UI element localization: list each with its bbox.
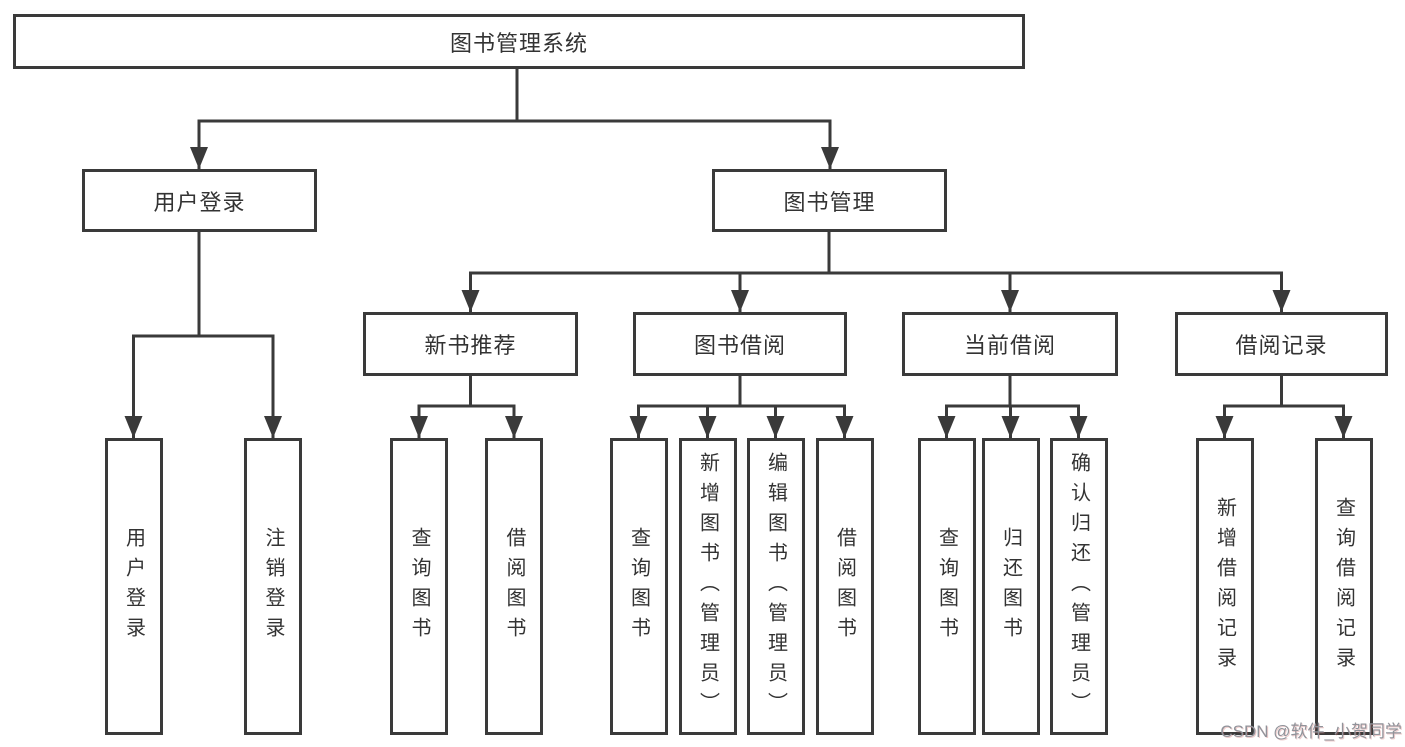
node-label: 编辑图书（管理员） <box>764 451 787 722</box>
node-label: 查询图书 <box>935 526 958 647</box>
leaf-borrow-books-recommend: 借阅图书 <box>485 438 543 735</box>
arrowheads <box>124 147 1353 438</box>
node-label: 归还图书 <box>999 526 1022 647</box>
node-label: 新增图书（管理员） <box>696 451 719 722</box>
arrowhead-icon <box>821 147 839 169</box>
connector-borrow-record-to-leaves <box>1223 376 1345 438</box>
leaf-edit-book-admin: 编辑图书（管理员） <box>746 438 805 735</box>
arrowhead-icon <box>1001 290 1019 312</box>
node-borrowing-records: 借阅记录 <box>1175 312 1388 376</box>
arrowhead-icon <box>1272 290 1291 312</box>
connector-book-borrow-to-leaves <box>637 376 846 438</box>
node-label: 借阅图书 <box>833 526 856 647</box>
leaf-user-login: 用户登录 <box>104 438 163 735</box>
node-label: 借阅图书 <box>503 526 525 647</box>
node-label: 查询图书 <box>627 526 650 647</box>
node-label: 图书借阅 <box>693 333 786 358</box>
leaf-confirm-return-admin: 确认归还（管理员） <box>1049 438 1108 735</box>
node-label: 图书管理 <box>783 189 876 215</box>
node-label: 用户登录 <box>153 189 246 215</box>
arrowhead-icon <box>835 416 854 438</box>
node-label: 查询借阅记录 <box>1332 496 1355 677</box>
node-library-management-system: 图书管理系统 <box>13 14 1025 69</box>
leaf-return-book: 归还图书 <box>981 438 1040 735</box>
leaf-add-borrow-record: 新增借阅记录 <box>1195 438 1254 735</box>
leaf-borrow-books: 借阅图书 <box>815 438 874 735</box>
node-new-book-recommendation: 新书推荐 <box>363 312 578 376</box>
node-user-login: 用户登录 <box>82 169 317 232</box>
node-label: 新书推荐 <box>424 333 517 358</box>
arrowhead-icon <box>461 290 480 312</box>
arrowhead-icon <box>264 416 282 438</box>
arrowhead-icon <box>410 416 428 438</box>
arrowhead-icon <box>1001 416 1020 438</box>
csdn-watermark: CSDN @软件_小贺同学 <box>1220 722 1402 741</box>
arrowhead-icon <box>731 290 749 312</box>
leaf-add-book-admin: 新增图书（管理员） <box>678 438 737 735</box>
connector-user-login-to-leaves <box>132 232 275 438</box>
arrowhead-icon <box>1215 416 1234 438</box>
arrowhead-icon <box>124 416 143 438</box>
arrowhead-icon <box>190 147 208 169</box>
connector-root-to-level2 <box>197 69 832 169</box>
node-label: 当前借阅 <box>963 333 1056 358</box>
arrowhead-icon <box>629 416 648 438</box>
arrowhead-icon <box>505 416 523 438</box>
node-label: 查询图书 <box>408 526 430 647</box>
node-book-management: 图书管理 <box>712 169 947 232</box>
leaf-query-books-borrow: 查询图书 <box>609 438 668 735</box>
arrowhead-icon <box>766 416 785 438</box>
leaf-query-books-recommend: 查询图书 <box>390 438 448 735</box>
arrowhead-icon <box>1334 416 1353 438</box>
node-current-borrowing: 当前借阅 <box>902 312 1118 376</box>
arrowhead-icon <box>698 416 717 438</box>
connector-book-management-to-level3 <box>469 232 1283 312</box>
arrowhead-icon <box>937 416 956 438</box>
connector-new-book-to-leaves <box>417 376 516 438</box>
node-label: 注销登录 <box>262 526 284 647</box>
leaf-query-borrow-record: 查询借阅记录 <box>1314 438 1373 735</box>
node-label: 确认归还（管理员） <box>1067 451 1090 722</box>
node-book-borrowing: 图书借阅 <box>633 312 847 376</box>
leaf-query-books-current: 查询图书 <box>917 438 976 735</box>
leaf-logout: 注销登录 <box>244 438 302 735</box>
node-label: 图书管理系统 <box>449 30 588 56</box>
node-label: 借阅记录 <box>1235 333 1328 358</box>
arrowhead-icon <box>1069 416 1088 438</box>
node-label: 新增借阅记录 <box>1213 496 1236 677</box>
node-label: 用户登录 <box>122 526 145 647</box>
